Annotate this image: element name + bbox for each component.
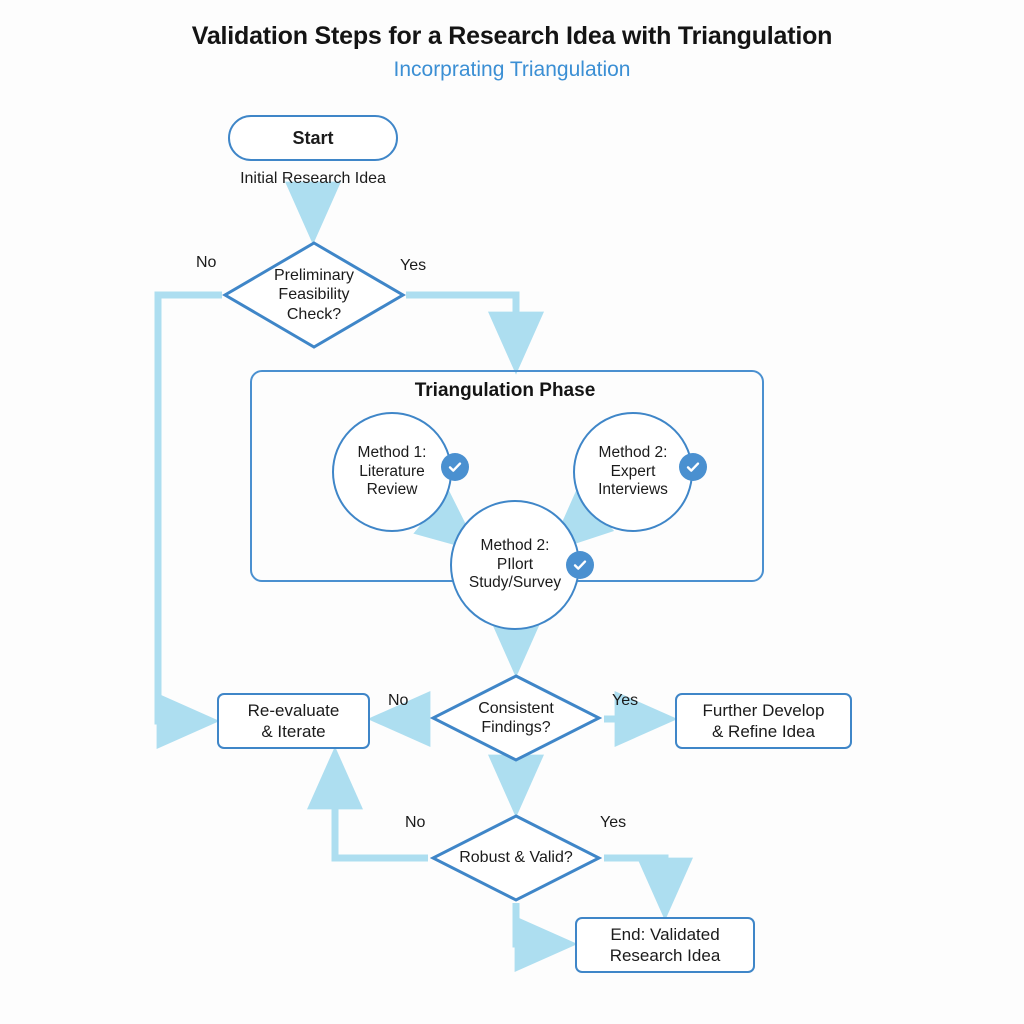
edge-robust-end [512,903,578,972]
diamond-shape [222,241,406,349]
check-icon [441,453,469,481]
edge-preliminary-no [154,291,222,749]
node-robust-valid[interactable]: Robust & Valid? [429,813,603,903]
container-triangulation-phase-title: Triangulation Phase [414,380,596,401]
check-icon [679,453,707,481]
edge-label-robust-no: No [405,814,426,831]
edge-label-consistent-yes: Yes [612,692,639,709]
check-icon [566,551,594,579]
node-further-develop-label: Further Develop& Refine Idea [702,700,825,741]
node-further-develop-refine[interactable]: Further Develop& Refine Idea [675,693,852,749]
node-reevaluate-iterate[interactable]: Re-evaluate& Iterate [217,693,370,749]
page-title: Validation Steps for a Research Idea wit… [191,22,833,50]
edge-label-initial-research-idea: Initial Research Idea [240,170,386,187]
node-robust-valid-label: Robust & Valid? [459,849,573,867]
page-subtitle: Incorprating Triangulation [393,58,631,81]
edge-preliminary-yes [406,291,544,375]
edge-label-robust-yes: Yes [600,814,627,831]
edge-robust-no [307,746,428,862]
edge-label-consistent-no: No [388,692,409,709]
node-start-label: Start [292,127,334,148]
node-start[interactable]: Start [228,115,398,161]
edge-robust-yes [604,854,693,921]
node-reevaluate-label: Re-evaluate& Iterate [247,700,340,741]
edge-label-preliminary-no: No [196,254,217,271]
diamond-shape [429,814,603,902]
edge-label-preliminary-yes: Yes [400,257,427,274]
